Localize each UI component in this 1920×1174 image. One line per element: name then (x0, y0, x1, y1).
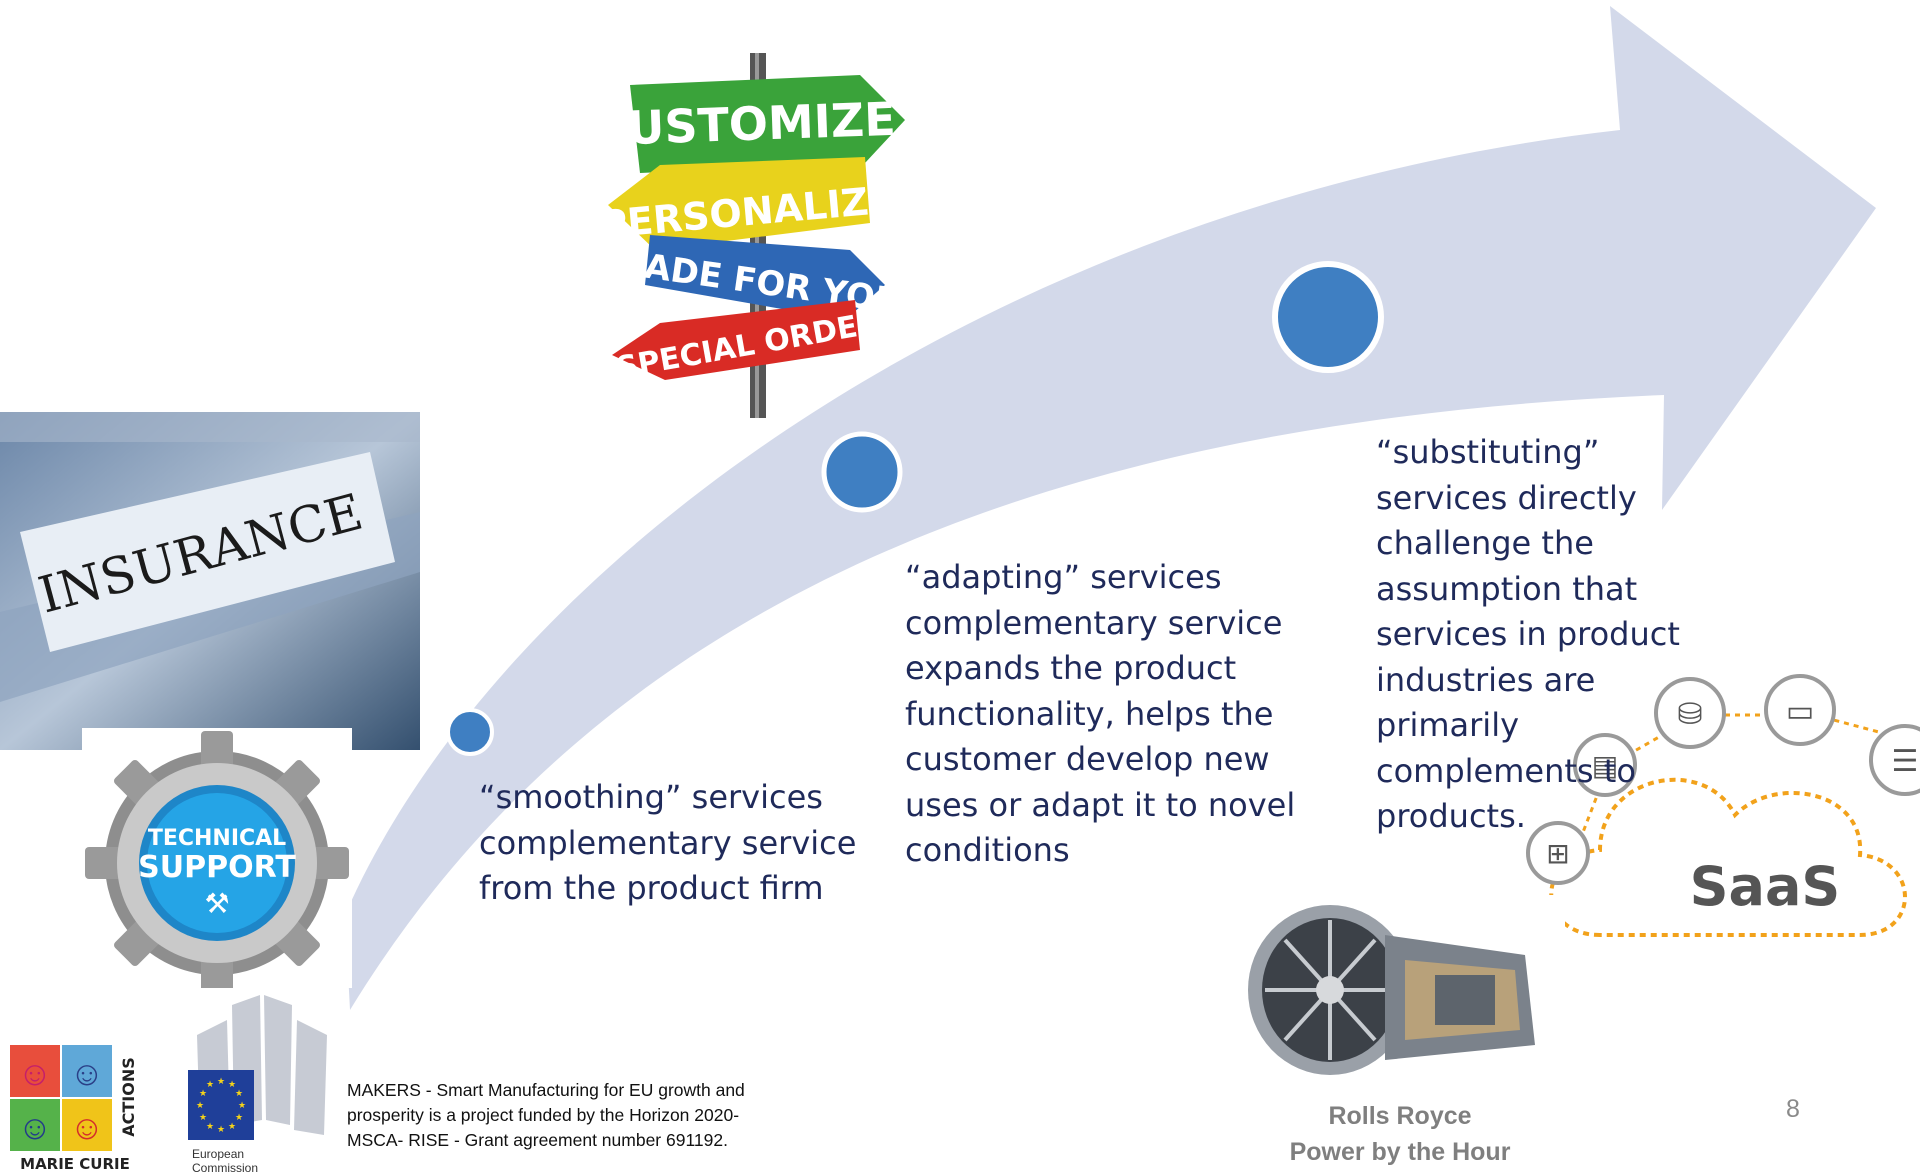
stage-line: customer develop new (905, 740, 1270, 778)
stage-text-substituting: “substituting” services directly challen… (1376, 430, 1706, 840)
icon-node-database: ⛁ (1654, 677, 1726, 749)
saas-label: SaaS (1690, 855, 1841, 918)
marie-curie-label: MARIE CURIE (20, 1155, 130, 1173)
stage-dot-substituting (1272, 261, 1384, 373)
svg-text:⊞: ⊞ (1546, 837, 1569, 870)
svg-text:★: ★ (217, 1125, 225, 1135)
stage-line: conditions (905, 831, 1070, 869)
icon-node-network: ⊞ (1526, 821, 1590, 885)
stage-line: industries are (1376, 660, 1596, 699)
stage-line: uses or adapt it to novel (905, 785, 1296, 824)
stage-line: complements to (1376, 751, 1636, 790)
stage-text-smoothing: “smoothing” services complementary servi… (479, 775, 879, 912)
stage-line: assumption that (1376, 569, 1638, 608)
svg-text:★: ★ (228, 1122, 236, 1132)
stage-dot-smoothing (446, 708, 494, 756)
tools-icon: ⚒ (204, 887, 229, 920)
stage-line: services in product (1376, 615, 1680, 653)
svg-text:★: ★ (238, 1101, 246, 1111)
stage-line: “substituting” (1376, 433, 1600, 471)
svg-text:▭: ▭ (1786, 694, 1814, 729)
marie-curie-logo: ☺ ☺ ☺ ☺ ACTIONS MARIE CURIE (10, 1045, 138, 1173)
svg-text:▤: ▤ (1592, 749, 1618, 782)
jet-engine-image (1235, 895, 1565, 1095)
icon-node-monitor: ▭ (1764, 674, 1836, 746)
signpost-image: CUSTOMIZE PERSONALIZE MADE FOR YOU SPECI… (600, 53, 905, 418)
tech-support-line2: SUPPORT (138, 850, 296, 885)
svg-text:★: ★ (199, 1089, 207, 1099)
icon-node-document: ▤ (1573, 733, 1637, 797)
stage-line: functionality, helps the (905, 694, 1274, 733)
svg-text:☺: ☺ (70, 1055, 105, 1093)
svg-text:★: ★ (235, 1113, 243, 1123)
ec-label-1: European (192, 1147, 244, 1161)
stage-line: services directly (1376, 478, 1637, 517)
funding-statement: MAKERS - Smart Manufacturing for EU grow… (347, 1078, 867, 1153)
stage-line: “smoothing” services (479, 778, 823, 816)
funding-line: prosperity is a project funded by the Ho… (347, 1105, 740, 1125)
svg-text:★: ★ (199, 1113, 207, 1123)
svg-text:☰: ☰ (1892, 744, 1919, 779)
svg-text:★: ★ (206, 1080, 214, 1090)
actions-label: ACTIONS (119, 1057, 138, 1137)
stage-line: complementary service (479, 823, 857, 862)
curved-arrow-shape (345, 6, 1876, 1010)
stage-line: primarily (1376, 706, 1520, 744)
insurance-image: INSURANCE (0, 412, 420, 750)
saas-cloud-image: SaaS ⊞ ▤ ⛁ ▭ ☰ (1526, 674, 1920, 937)
svg-text:⛁: ⛁ (1677, 697, 1702, 732)
funding-line: MSCA- RISE - Grant agreement number 6911… (347, 1130, 728, 1150)
svg-text:★: ★ (217, 1077, 225, 1087)
rolls-royce-caption: Rolls Royce Power by the Hour (1215, 1098, 1585, 1170)
rolls-royce-line1: Rolls Royce (1328, 1102, 1472, 1130)
sign-customize: CUSTOMIZE (600, 92, 896, 157)
stage-line: “adapting” services (905, 558, 1222, 596)
svg-text:★: ★ (228, 1080, 236, 1090)
page-number: 8 (1786, 1095, 1800, 1123)
svg-text:☺: ☺ (70, 1109, 105, 1147)
stage-line: from the product firm (479, 869, 824, 907)
ec-label-2: Commission (192, 1161, 258, 1173)
stage-text-adapting: “adapting” services complementary servic… (905, 555, 1345, 874)
funding-line: MAKERS - Smart Manufacturing for EU grow… (347, 1080, 745, 1100)
svg-text:★: ★ (196, 1101, 204, 1111)
svg-text:★: ★ (206, 1122, 214, 1132)
european-commission-logo: ★★★ ★★★ ★★★ ★★★ European Commission (188, 995, 327, 1173)
stage-line: expands the product (905, 649, 1237, 687)
stage-line: products. (1376, 797, 1526, 835)
rolls-royce-line2: Power by the Hour (1289, 1138, 1511, 1166)
svg-text:★: ★ (235, 1089, 243, 1099)
stage-dot-adapting (821, 431, 903, 513)
tech-support-line1: TECHNICAL (148, 826, 286, 851)
stage-line: complementary service (905, 603, 1283, 642)
icon-node-server: ☰ (1869, 724, 1920, 796)
technical-support-image: TECHNICAL SUPPORT ⚒ (82, 728, 352, 988)
svg-text:☺: ☺ (18, 1109, 53, 1147)
stage-line: challenge the (1376, 524, 1594, 562)
svg-text:☺: ☺ (18, 1055, 53, 1093)
